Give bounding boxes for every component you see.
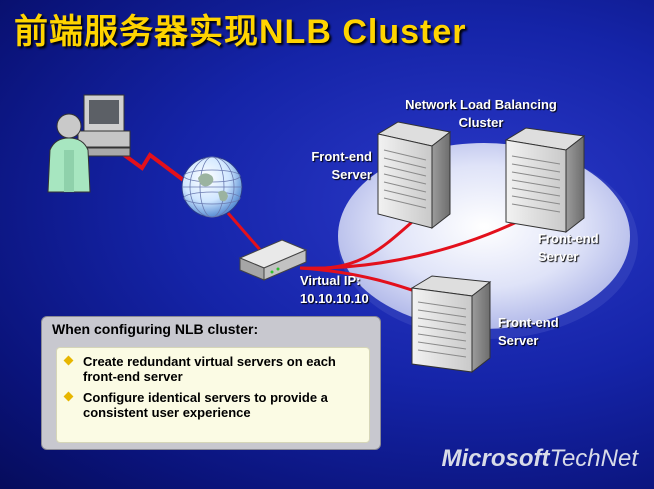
info-box-body: Create redundant virtual servers on each… <box>56 347 370 443</box>
internet-globe-icon <box>181 156 243 218</box>
bullet-text-line2: front-end server <box>83 369 183 384</box>
server-label-line1: Front-end <box>538 231 599 246</box>
bullet-item: Configure identical servers to provide a… <box>63 390 328 420</box>
bullet-diamond-icon <box>63 391 74 402</box>
logo-technet: TechNet <box>549 445 639 472</box>
server-label: Front-end Server <box>538 230 638 266</box>
front-end-server-icon <box>504 127 586 234</box>
bullet-text-line2: consistent user experience <box>83 405 251 420</box>
cluster-label: Network Load Balancing Cluster <box>386 96 576 132</box>
server-label-line2: Server <box>538 249 579 264</box>
bullet-item: Create redundant virtual servers on each… <box>63 354 336 384</box>
server-label-line2: Server <box>498 333 539 348</box>
server-label: Front-end Server <box>290 148 372 184</box>
server-label-line2: Server <box>331 167 372 182</box>
client-computer-icon <box>69 94 131 157</box>
info-box-heading: When configuring NLB cluster: <box>52 321 259 337</box>
bullet-text-line1: Configure identical servers to provide a <box>83 390 328 405</box>
microsoft-technet-logo: MicrosoftTechNet <box>442 445 639 473</box>
front-end-server-icon <box>410 275 492 374</box>
bullet-diamond-icon <box>63 355 74 366</box>
logo-microsoft: Microsoft <box>441 445 550 472</box>
user-icon <box>47 113 91 193</box>
cluster-label-line1: Network Load Balancing <box>405 97 557 112</box>
info-box: When configuring NLB cluster: Create red… <box>41 316 381 450</box>
virtual-ip-label: Virtual IP: 10.10.10.10 <box>300 272 400 308</box>
slide-title: 前端服务器实现NLB Cluster <box>14 13 467 51</box>
server-label: Front-end Server <box>498 314 598 350</box>
front-end-server-icon <box>376 121 452 230</box>
server-label-line1: Front-end <box>498 315 559 330</box>
load-balancer-device-icon <box>238 239 308 281</box>
virtual-ip-value: 10.10.10.10 <box>300 291 369 306</box>
bullet-text-line1: Create redundant virtual servers on each <box>83 354 336 369</box>
virtual-ip-caption: Virtual IP: <box>300 273 361 288</box>
server-label-line1: Front-end <box>311 149 372 164</box>
cluster-label-line2: Cluster <box>458 115 504 130</box>
